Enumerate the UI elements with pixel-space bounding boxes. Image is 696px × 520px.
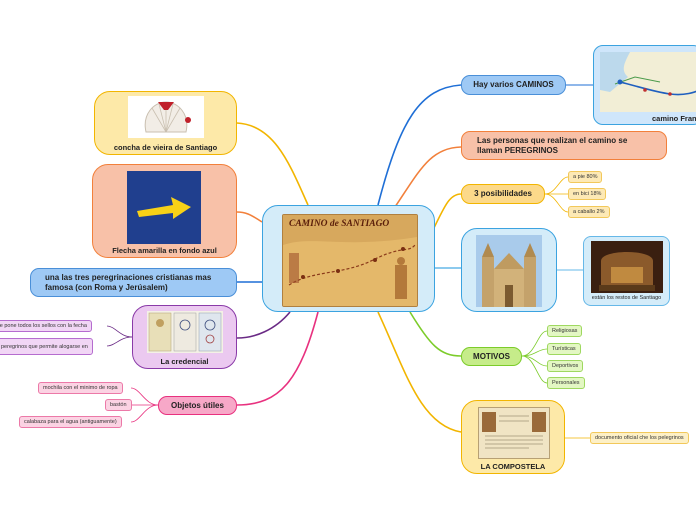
restos-image	[591, 241, 663, 293]
credencial-image	[147, 311, 223, 353]
peregrinos-label: Las personas que realizan el camino se l…	[477, 135, 628, 155]
concha-card[interactable]: concha de vieira de Santiago	[94, 91, 237, 155]
motivos-label: MOTIVOS	[473, 351, 510, 361]
yellow-arrow-icon	[127, 171, 201, 244]
credencial-leaf[interactable]: peregrinos que permite alogarse en	[0, 338, 93, 355]
credencial-label: La credencial	[160, 357, 209, 366]
compostela-image	[478, 407, 550, 459]
posibilidades-label: 3 posibilidades	[474, 189, 532, 198]
caminos-node[interactable]: Hay varios CAMINOS	[461, 75, 566, 95]
caminos-map-card[interactable]: camino Fran	[593, 45, 696, 125]
peregrinaciones-node[interactable]: una las tres peregrinaciones cristianas …	[30, 268, 237, 297]
posibilidades-node[interactable]: 3 posibilidades	[461, 184, 545, 204]
credencial-leaf[interactable]: se pone todos los sellos con la fecha	[0, 320, 92, 332]
camino-frances-map	[600, 52, 696, 112]
motivo-leaf[interactable]: Turísticas	[547, 343, 581, 355]
objetos-node[interactable]: Objetos útiles	[158, 396, 237, 415]
motivos-node[interactable]: MOTIVOS	[461, 347, 522, 366]
posibilidad-leaf[interactable]: en bici 18%	[568, 188, 607, 200]
compostela-card[interactable]: LA COMPOSTELA	[461, 400, 565, 474]
compostela-leaf[interactable]: documento oficial che los pelegrinos	[590, 432, 689, 444]
objeto-leaf[interactable]: mochila con el minimo de ropa	[38, 382, 123, 394]
caminos-label: Hay varios CAMINOS	[473, 80, 554, 89]
motivo-leaf[interactable]: Deportivos	[547, 360, 584, 372]
catedral-card[interactable]	[461, 228, 557, 312]
restos-label: están los restos de Santiago	[591, 295, 662, 301]
compostela-label: LA COMPOSTELA	[480, 462, 546, 471]
peregrinaciones-label: una las tres peregrinaciones cristianas …	[45, 272, 212, 292]
map-illustration	[283, 215, 417, 306]
concha-label: concha de vieira de Santiago	[113, 143, 218, 152]
motivo-leaf[interactable]: Religiosas	[547, 325, 583, 337]
flecha-card[interactable]: Flecha amarilla en fondo azul	[92, 164, 237, 258]
caminos-map-caption: camino Fran	[652, 114, 696, 123]
posibilidad-leaf[interactable]: a caballo 2%	[568, 206, 610, 218]
flecha-image	[127, 171, 201, 244]
flecha-label: Flecha amarilla en fondo azul	[112, 246, 217, 255]
credencial-card[interactable]: La credencial	[132, 305, 237, 369]
catedral-image	[476, 235, 542, 307]
restos-card[interactable]: están los restos de Santiago	[583, 236, 670, 306]
objetos-label: Objetos útiles	[171, 400, 224, 410]
camino-map-image: CAMINO de SANTIAGO	[282, 214, 418, 307]
concha-image	[128, 96, 204, 138]
posibilidad-leaf[interactable]: a pie 80%	[568, 171, 603, 183]
peregrinos-node[interactable]: Las personas que realizan el camino se l…	[461, 131, 667, 160]
central-node[interactable]: CAMINO de SANTIAGO	[262, 205, 435, 312]
objeto-leaf[interactable]: calabaza para el agua (antiguamente)	[19, 416, 122, 428]
motivo-leaf[interactable]: Personales	[547, 377, 585, 389]
objeto-leaf[interactable]: bastón	[105, 399, 132, 411]
map-title: CAMINO de SANTIAGO	[289, 219, 390, 229]
